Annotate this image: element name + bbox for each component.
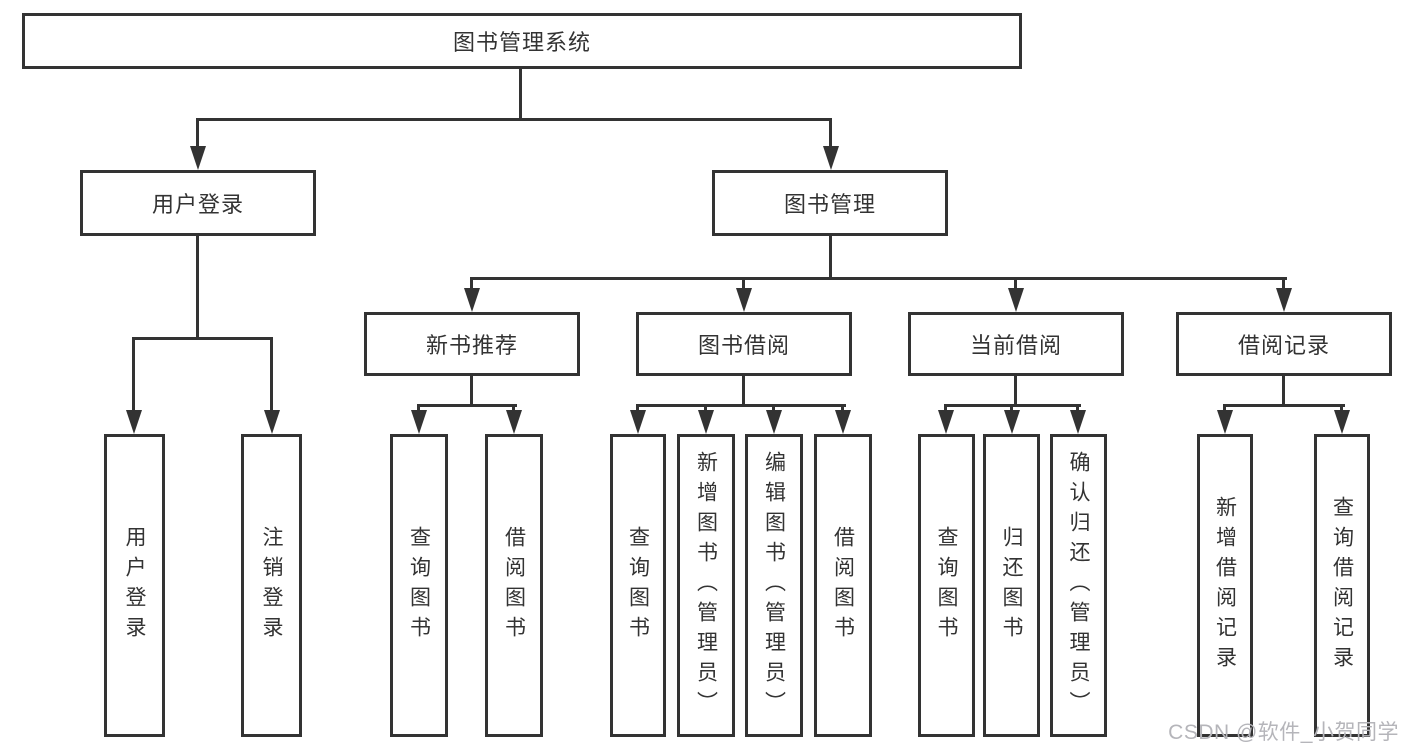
- node-label: 借阅图书: [831, 525, 855, 646]
- node-label: 图书管理系统: [452, 30, 591, 55]
- leaf-query-borrow-record: 查询借阅记录: [1314, 434, 1370, 737]
- node-label: 当前借阅: [969, 333, 1062, 358]
- connector-arrowhead: [411, 410, 427, 434]
- connector-hline-borrowing: [636, 404, 846, 407]
- connector-arrowhead: [506, 410, 522, 434]
- connector-stem-current: [1014, 376, 1017, 407]
- connector-stem-records: [1282, 376, 1285, 407]
- connector-arrowhead: [264, 410, 280, 434]
- leaf-query-books-recommend: 查询图书: [390, 434, 448, 737]
- connector-stem: [829, 121, 832, 149]
- leaf-borrow-books-recommend: 借阅图书: [485, 434, 543, 737]
- node-label: 借阅记录: [1237, 333, 1330, 358]
- connector-arrowhead: [126, 410, 142, 434]
- node-label: 编辑图书（管理员）: [762, 450, 786, 721]
- connector-arrowhead: [1004, 410, 1020, 434]
- leaf-user-login: 用户登录: [104, 434, 165, 737]
- connector-arrowhead: [464, 288, 480, 312]
- node-label: 用户登录: [151, 192, 244, 217]
- node-label: 归还图书: [1000, 525, 1023, 646]
- connector-stem: [470, 280, 473, 290]
- node-label: 新增借阅记录: [1213, 495, 1237, 676]
- node-borrowing-records: 借阅记录: [1176, 312, 1392, 376]
- connector-hline-book-management: [470, 277, 1287, 280]
- connector-stem: [1282, 280, 1285, 290]
- connector-stem-book-management: [829, 236, 832, 280]
- leaf-confirm-return-admin: 确认归还（管理员）: [1050, 434, 1107, 737]
- csdn-watermark: CSDN @软件_小贺同学: [1168, 721, 1399, 744]
- node-label: 查询借阅记录: [1330, 495, 1354, 676]
- connector-arrowhead: [1008, 288, 1024, 312]
- connector-arrowhead: [1334, 410, 1350, 434]
- connector-stem: [1014, 280, 1017, 290]
- connector-arrowhead: [698, 410, 714, 434]
- connector-stem: [132, 340, 135, 412]
- node-label: 查询图书: [935, 525, 958, 646]
- connector-arrowhead: [835, 410, 851, 434]
- connector-hline-records: [1223, 404, 1345, 407]
- node-book-borrowing: 图书借阅: [636, 312, 852, 376]
- node-user-login-group: 用户登录: [80, 170, 316, 236]
- connector-stem-root: [519, 69, 522, 121]
- leaf-query-books-current: 查询图书: [918, 434, 975, 737]
- node-label: 确认归还（管理员）: [1067, 450, 1090, 721]
- connector-stem-user-login: [196, 236, 199, 340]
- connector-hline-level1: [196, 118, 832, 121]
- connector-hline-current: [944, 404, 1081, 407]
- connector-stem: [270, 340, 273, 412]
- connector-hline-recommendation: [417, 404, 517, 407]
- connector-arrowhead: [1276, 288, 1292, 312]
- connector-arrowhead: [766, 410, 782, 434]
- leaf-borrow-books-borrowing: 借阅图书: [814, 434, 872, 737]
- leaf-logout-login: 注销登录: [241, 434, 302, 737]
- connector-arrowhead: [823, 146, 839, 170]
- node-book-management: 图书管理: [712, 170, 948, 236]
- node-label: 注销登录: [260, 525, 283, 646]
- node-label: 查询图书: [407, 525, 431, 646]
- connector-arrowhead: [938, 410, 954, 434]
- node-current-borrowing: 当前借阅: [908, 312, 1124, 376]
- connector-stem: [742, 280, 745, 290]
- leaf-add-borrow-record: 新增借阅记录: [1197, 434, 1253, 737]
- node-label: 用户登录: [123, 525, 146, 646]
- leaf-edit-books-admin: 编辑图书（管理员）: [745, 434, 803, 737]
- connector-arrowhead: [736, 288, 752, 312]
- node-label: 新增图书（管理员）: [694, 450, 718, 721]
- connector-arrowhead: [1070, 410, 1086, 434]
- node-new-book-recommendation: 新书推荐: [364, 312, 580, 376]
- leaf-return-books: 归还图书: [983, 434, 1040, 737]
- node-label: 图书借阅: [697, 333, 790, 358]
- connector-arrowhead: [630, 410, 646, 434]
- connector-hline-user-login: [132, 337, 273, 340]
- connector-stem: [196, 121, 199, 149]
- connector-arrowhead: [1217, 410, 1233, 434]
- node-label: 新书推荐: [425, 333, 518, 358]
- node-label: 查询图书: [626, 525, 650, 646]
- node-label: 图书管理: [783, 192, 876, 217]
- connector-stem-borrowing: [742, 376, 745, 407]
- node-label: 借阅图书: [502, 525, 526, 646]
- connector-arrowhead: [190, 146, 206, 170]
- node-library-management-system: 图书管理系统: [22, 13, 1022, 69]
- leaf-query-books-borrowing: 查询图书: [610, 434, 666, 737]
- leaf-add-books-admin: 新增图书（管理员）: [677, 434, 735, 737]
- connector-stem-recommendation: [470, 376, 473, 407]
